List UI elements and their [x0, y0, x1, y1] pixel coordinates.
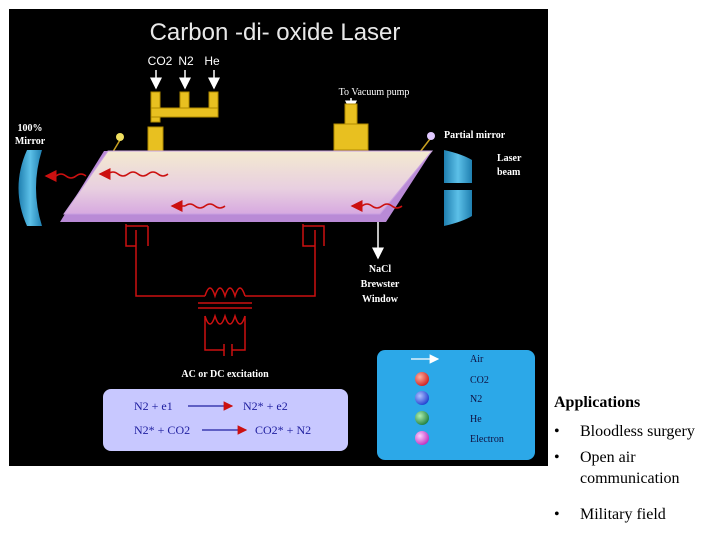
laser-beam-label-1: Laser	[497, 153, 522, 164]
terminal-right	[419, 132, 435, 153]
list-item-text: Bloodless surgery	[580, 423, 695, 440]
inlet-label-co2: CO2	[148, 54, 173, 68]
reactions-box	[103, 389, 348, 451]
co2-laser-diagram: Carbon -di- oxide Laser CO2 N2 He To Vac…	[9, 9, 548, 466]
legend-label-electron: Electron	[470, 434, 504, 445]
reaction-1-left: N2 + e1	[134, 399, 173, 413]
list-item: • Open air communication	[554, 447, 720, 489]
inlet-label-he: He	[204, 54, 220, 68]
full-mirror-label-2: Mirror	[15, 136, 46, 147]
legend-ball-n2	[415, 391, 429, 405]
discharge-tube	[63, 150, 434, 215]
bullet-marker: •	[554, 449, 560, 466]
gas-inlet-manifold	[147, 91, 219, 153]
partial-mirror-lower	[444, 190, 472, 226]
laser-beam-label-2: beam	[497, 167, 521, 178]
list-item-text: Open air communication	[580, 449, 680, 487]
window-label-3: Window	[362, 294, 399, 305]
legend-ball-co2	[415, 372, 429, 386]
photon-waves	[44, 168, 403, 212]
bullet-marker: •	[554, 423, 560, 440]
legend-label-co2: CO2	[470, 375, 489, 386]
bullet-marker: •	[554, 506, 560, 523]
full-mirror	[18, 150, 42, 226]
reaction-2-left: N2* + CO2	[134, 423, 190, 437]
window-label-2: Brewster	[361, 279, 400, 290]
vacuum-label: To Vacuum pump	[339, 87, 410, 98]
excitation-label: AC or DC excitation	[181, 369, 269, 380]
reaction-1-right: N2* + e2	[243, 399, 288, 413]
applications-list: • Bloodless surgery • Open air communica…	[554, 421, 720, 530]
inlet-label-n2: N2	[178, 54, 194, 68]
excitation-circuit	[125, 224, 325, 356]
partial-mirror-label: Partial mirror	[444, 130, 506, 141]
legend-ball-he	[415, 411, 429, 425]
inlet-arrows	[150, 70, 220, 90]
legend-label-air: Air	[470, 354, 484, 365]
legend-box	[377, 350, 535, 460]
list-item-text: Military field	[580, 506, 666, 523]
vacuum-outlet	[333, 103, 369, 151]
diagram-title: Carbon -di- oxide Laser	[150, 19, 401, 46]
window-label-1: NaCl	[369, 264, 391, 275]
partial-mirror	[444, 150, 472, 183]
legend-label-n2: N2	[470, 394, 482, 405]
full-mirror-label-1: 100%	[18, 123, 43, 134]
legend: Air CO2 N2 He Electron	[411, 354, 504, 445]
legend-ball-electron	[415, 431, 429, 445]
applications-title: Applications	[554, 394, 641, 411]
legend-label-he: He	[470, 414, 482, 425]
list-item: • Bloodless surgery	[554, 421, 720, 442]
list-item: • Military field	[554, 504, 720, 525]
reaction-2-right: CO2* + N2	[255, 423, 311, 437]
